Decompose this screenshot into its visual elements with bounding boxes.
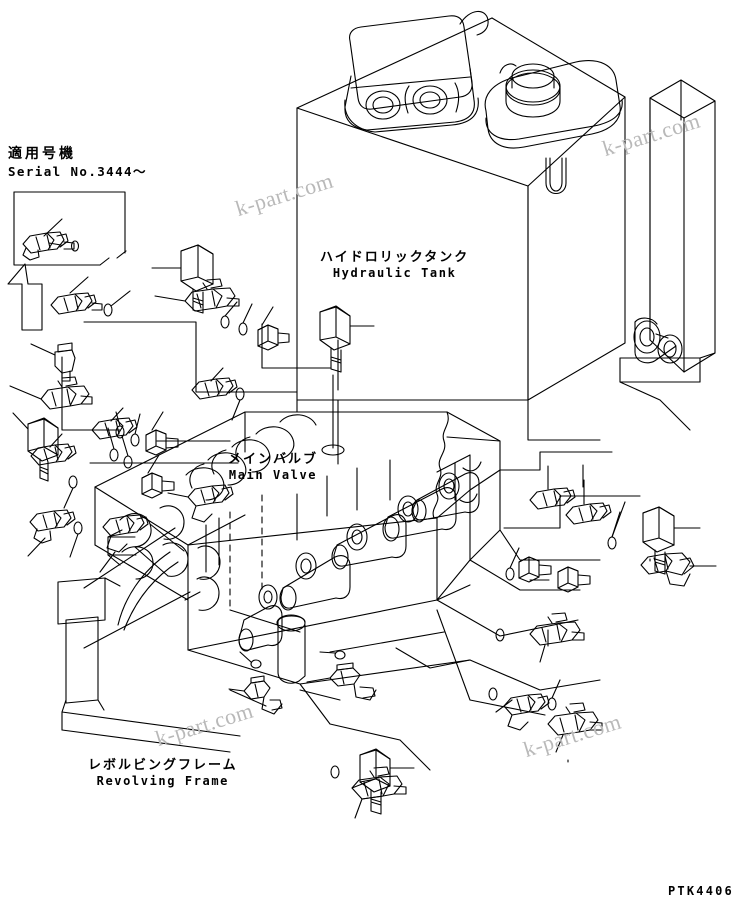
revolving-frame-label: レボルビングフレーム Revolving Frame xyxy=(88,758,238,789)
leader-line xyxy=(121,435,129,457)
fitting-elbow xyxy=(30,433,77,466)
hydraulic-tank-label-en: Hydraulic Tank xyxy=(332,266,457,281)
tank-filter-cap-assembly xyxy=(344,10,489,133)
fitting-elbow xyxy=(191,367,238,400)
leader-line xyxy=(239,651,252,663)
tank-filler-cap xyxy=(484,60,623,149)
tank-front-bracket xyxy=(545,157,567,195)
leader-line xyxy=(436,454,471,473)
main-valve-label-jp: メインバルブ xyxy=(228,452,319,467)
fitting-elbow xyxy=(495,693,550,731)
revolving-frame-label-en: Revolving Frame xyxy=(96,774,229,789)
o-ring xyxy=(495,628,505,642)
fitting-tee xyxy=(351,766,407,819)
fitting-tee xyxy=(154,278,240,312)
fitting-tee xyxy=(547,702,603,753)
valve-hidden-lines xyxy=(229,494,263,609)
frame-struts xyxy=(83,527,301,649)
leader-line xyxy=(509,547,520,569)
leader-line xyxy=(107,427,115,450)
leader-line xyxy=(134,413,141,435)
leader-line xyxy=(110,290,131,307)
hydraulic-tank-label-jp: ハイドロリックタンク xyxy=(320,250,470,265)
main-valve-label: メインバルブ Main Valve xyxy=(228,452,318,483)
valve-ribs xyxy=(205,459,391,573)
o-ring xyxy=(250,659,262,669)
main-valve-block xyxy=(94,411,501,651)
fitting-straight xyxy=(145,411,179,456)
drawing-part-number: PTK4406 xyxy=(668,884,732,898)
fitting-straight xyxy=(518,556,552,583)
fitting-elbow xyxy=(565,479,612,525)
pipe-cluster-valve-top xyxy=(185,414,317,501)
fitting-block-valve xyxy=(359,748,415,815)
leader-line xyxy=(224,301,238,317)
inset-pointer-arrow xyxy=(7,263,43,331)
leader-line xyxy=(319,651,336,654)
serial-inset-box xyxy=(13,191,127,266)
inset-detail-fitting xyxy=(22,218,80,261)
revolving-frame-label-jp: レボルビングフレーム xyxy=(88,758,238,773)
leader-line xyxy=(231,399,241,421)
o-ring xyxy=(334,650,346,660)
hydraulic-tank-label: ハイドロリックタンク Hydraulic Tank xyxy=(320,250,469,281)
o-ring xyxy=(103,303,113,317)
fitting-block-valve xyxy=(642,506,701,575)
o-ring xyxy=(330,765,340,779)
fitting-block-valve xyxy=(12,412,59,482)
revolving-frame xyxy=(57,577,241,753)
fitting-straight xyxy=(257,306,290,351)
fitting-elbow xyxy=(50,276,103,315)
main-valve-label-en: Main Valve xyxy=(228,468,318,483)
o-ring xyxy=(488,687,498,701)
fitting-tee xyxy=(529,465,576,510)
valve-drain-column xyxy=(276,614,306,684)
serial-note: 適用号機 Serial No.3444〜 xyxy=(8,146,147,179)
fitting-elbow xyxy=(99,514,149,573)
fitting-block-valve xyxy=(151,244,214,314)
leader-line xyxy=(69,533,79,558)
fitting-elbow xyxy=(27,509,76,557)
leader-line xyxy=(115,411,121,427)
leader-line xyxy=(63,487,74,509)
leader-line xyxy=(242,303,253,324)
serial-note-en: Serial No.3444〜 xyxy=(8,163,147,179)
fitting-elbow xyxy=(640,552,717,587)
fitting-tee xyxy=(319,305,375,373)
fitting-straight xyxy=(141,454,175,499)
hydraulic-tank-body xyxy=(296,17,626,401)
fitting-tee xyxy=(9,376,93,410)
leader-line xyxy=(551,679,561,699)
fitting-elbow xyxy=(228,675,283,715)
fitting-tee xyxy=(306,662,377,701)
fitting-elbow xyxy=(167,484,234,523)
fitting-cap xyxy=(30,342,76,382)
leader-line xyxy=(611,501,626,538)
leader-line xyxy=(184,591,201,601)
panel-port-bosses xyxy=(633,317,683,364)
valve-linkage-bracket xyxy=(107,505,221,611)
tank-drop-line xyxy=(321,374,345,456)
fitting-tee xyxy=(529,612,585,663)
serial-note-jp: 適用号機 xyxy=(8,146,76,162)
